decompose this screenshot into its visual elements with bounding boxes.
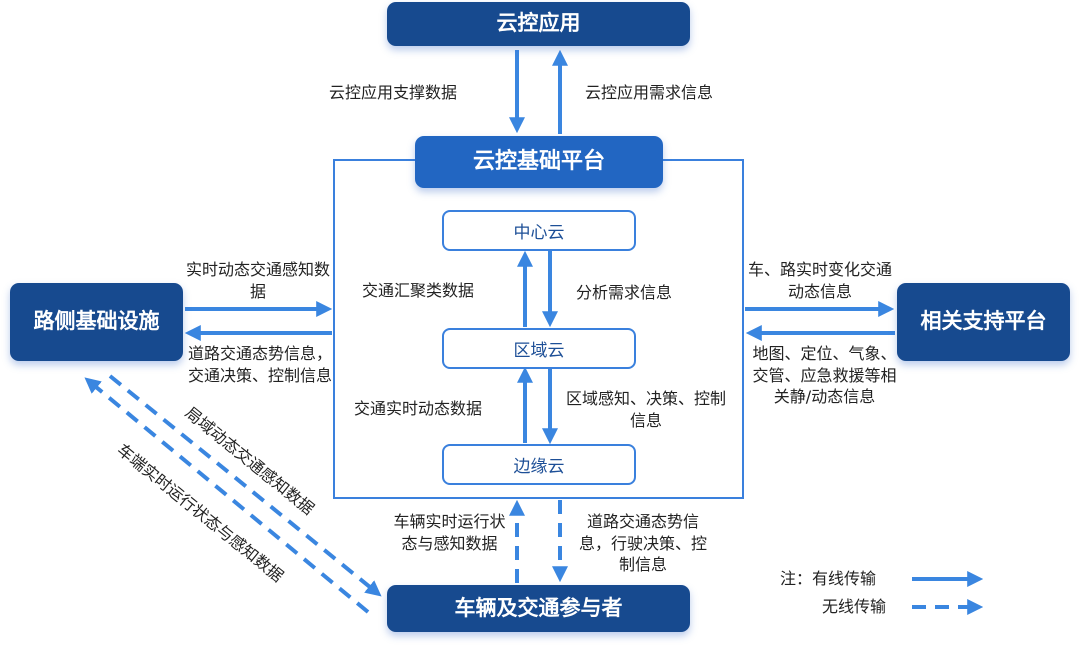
arrow-vehicles-to-roadside <box>84 377 370 614</box>
label-platform-to-vehicles: 道路交通态势信息，行驶决策、控制信息 <box>578 512 707 575</box>
label-region-to-center: 交通汇聚类数据 <box>362 281 475 300</box>
label-vehicles-to-platform: 车辆实时运行状态与感知数据 <box>393 512 506 553</box>
legend-wireless-label: 无线传输 <box>822 597 887 616</box>
label-platform-to-roadside: 道路交通态势信息，交通决策、控制信息 <box>187 344 332 385</box>
label-platform-to-apps: 云控应用支撑数据 <box>329 83 458 102</box>
label-roadside-to-platform: 实时动态交通感知数据 <box>185 260 330 301</box>
node-edge-cloud: 边缘云 <box>442 444 636 485</box>
node-center-cloud: 中心云 <box>442 210 636 251</box>
label-apps-to-platform: 云控应用需求信息 <box>585 83 714 102</box>
node-roadside: 路侧基础设施 <box>10 283 183 361</box>
label-region-to-edge: 区域感知、决策、控制信息 <box>566 389 727 430</box>
label-center-to-region: 分析需求信息 <box>576 283 673 302</box>
node-support: 相关支持平台 <box>897 283 1070 361</box>
node-region-cloud: 区域云 <box>442 328 636 369</box>
node-cloud-apps: 云控应用 <box>387 2 690 46</box>
node-platform: 云控基础平台 <box>415 136 663 188</box>
label-platform-to-support: 车、路实时变化交通动态信息 <box>747 260 892 301</box>
arrow-roadside-to-vehicles <box>108 374 382 597</box>
node-vehicles: 车辆及交通参与者 <box>387 585 690 632</box>
label-edge-to-region: 交通实时动态数据 <box>354 399 483 418</box>
label-support-to-platform: 地图、定位、气象、交管、应急救援等相关静/动态信息 <box>752 344 897 407</box>
legend-wired-label: 注：有线传输 <box>780 569 877 588</box>
